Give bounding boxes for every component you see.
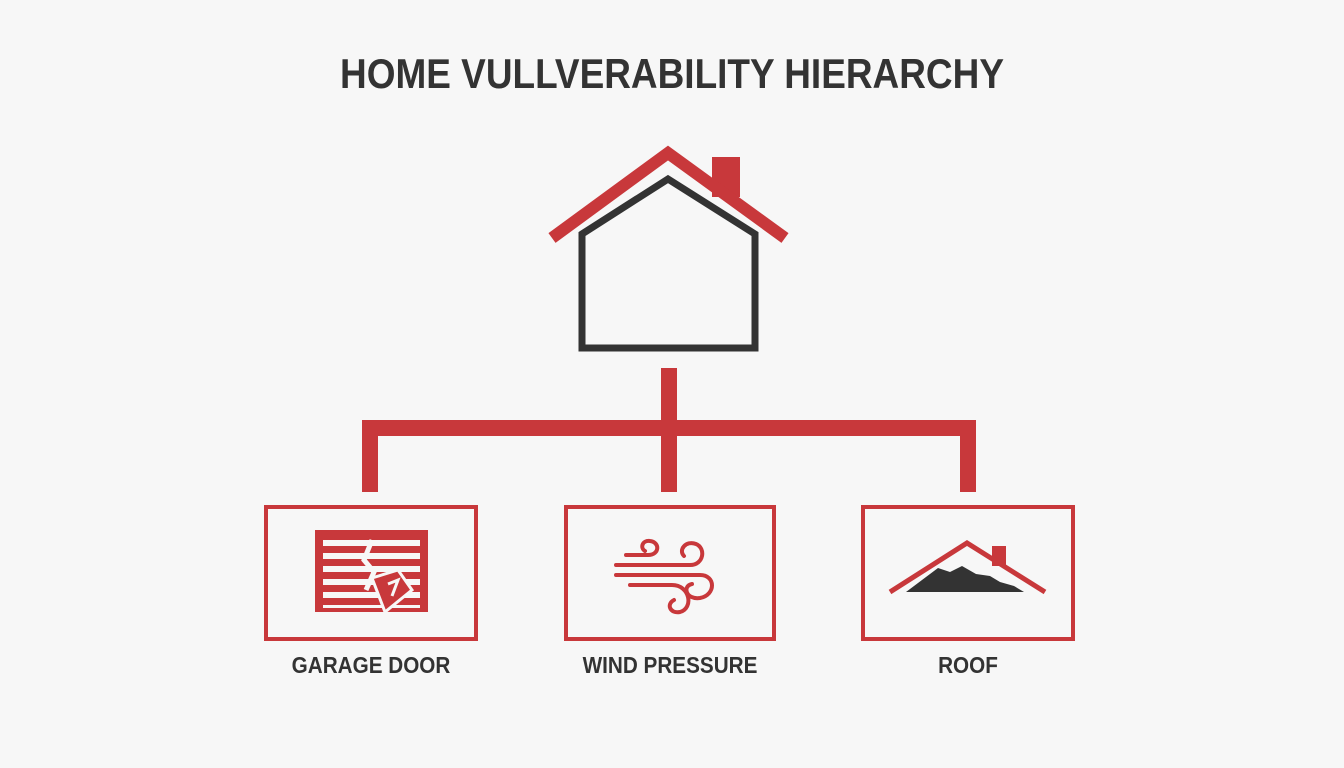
node-label-garage-door: GARAGE DOOR: [291, 652, 451, 678]
wind-icon: [614, 538, 714, 615]
house-icon: [548, 145, 789, 352]
connector-lines: [362, 368, 976, 492]
page-title: HOME VULLVERABILITY HIERARCHY: [340, 50, 1004, 97]
node-box-roof: [861, 505, 1075, 641]
node-label-wind-pressure: WIND PRESSURE: [582, 652, 758, 678]
node-label-roof: ROOF: [938, 652, 998, 678]
broken-garage-door-icon: [315, 530, 428, 615]
node-box-garage-door: [264, 505, 478, 641]
node-box-wind-pressure: [564, 505, 776, 641]
damaged-roof-icon: [888, 540, 1047, 595]
